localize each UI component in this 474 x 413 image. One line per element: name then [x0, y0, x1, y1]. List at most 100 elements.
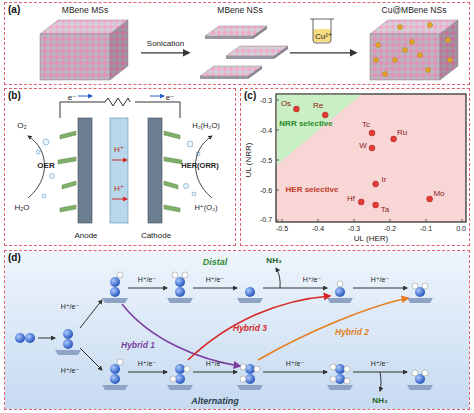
proton-label: H⁺	[114, 146, 124, 154]
reaction-pathways	[325, 288, 327, 289]
cu-mbene-nanosheets	[374, 58, 379, 63]
step-label: H⁺/e⁻	[61, 367, 79, 374]
figure-panel: (c)	[240, 88, 470, 246]
electrolyzer	[58, 157, 76, 164]
step-label: H⁺/e⁻	[206, 360, 224, 367]
species-label: H₂(H₂O)	[192, 122, 219, 130]
cu-mbene-nanosheets	[426, 68, 431, 73]
cu-mbene-nanosheets	[383, 72, 388, 77]
electrolyzer	[62, 181, 76, 189]
product-label: NH₃	[266, 257, 281, 265]
selectivity-plot	[276, 94, 466, 222]
selectivity-plot	[373, 181, 379, 187]
reaction-pathways	[258, 298, 408, 360]
pathway-name: Hybrid 1	[121, 341, 155, 350]
material-illustration: MBene NSs	[190, 6, 290, 84]
cu-mbene-nanosheets	[410, 40, 415, 45]
electrolyzer	[36, 139, 200, 198]
element-label: Tc	[362, 121, 370, 129]
cu-mbene-nanosheets	[370, 34, 440, 80]
electrolyzer	[60, 205, 76, 212]
step-label: H⁺/e⁻	[371, 360, 389, 367]
species-label: H₂O	[14, 204, 29, 212]
selectivity-plot	[322, 112, 328, 118]
pathway-name: Hybrid 3	[233, 324, 267, 333]
tick-label: -0.5	[276, 225, 288, 232]
electrolyzer	[43, 139, 49, 145]
species-label: O₂	[17, 122, 26, 130]
electrolyzer	[60, 102, 180, 118]
cu-mbene-nanosheets	[446, 38, 451, 43]
step-label: H⁺/e⁻	[61, 303, 79, 310]
pathway-name: Alternating	[191, 397, 239, 406]
step-label: H⁺/e⁻	[303, 276, 321, 283]
cu-mbene-nanosheets	[393, 58, 398, 63]
step-label: H⁺/e⁻	[371, 276, 389, 283]
electrolyzer	[58, 131, 182, 212]
reaction-pathways	[327, 364, 353, 390]
cu-mbene-nanosheets	[370, 20, 458, 80]
selectivity-plot	[293, 106, 299, 112]
tick-label: -0.3	[260, 97, 272, 104]
element-label: Hf	[347, 195, 355, 203]
element-label: Ru	[397, 129, 407, 137]
arrow-label: Sonication	[147, 40, 184, 48]
electron-label: e⁻	[166, 94, 175, 102]
tick-label: -0.3	[348, 225, 360, 232]
reaction-pathways	[405, 372, 407, 373]
mbene-nanosheets	[253, 26, 267, 39]
step-label: H⁺/e⁻	[138, 276, 156, 283]
material-illustration: Cu@MBene NSs	[357, 6, 471, 84]
tick-label: -0.1	[420, 225, 432, 232]
cu-mbene-nanosheets	[376, 43, 381, 48]
electrolyzer	[164, 205, 180, 212]
electrolyzer	[105, 98, 130, 106]
electrolyzer	[187, 141, 193, 147]
reaction-pathways	[188, 296, 330, 360]
element-label: Mo	[433, 190, 444, 198]
selectivity-plot	[427, 196, 433, 202]
step-label: H⁺/e⁻	[286, 360, 304, 367]
electrolyzer	[28, 96, 212, 223]
copper-beaker	[310, 19, 334, 43]
mbene-multilayer	[40, 34, 110, 80]
reaction-pathways	[405, 288, 407, 289]
element-label: Ir	[382, 176, 387, 184]
selectivity-plot	[391, 136, 397, 142]
selectivity-plot	[358, 199, 364, 205]
reaction-pathways	[128, 288, 407, 289]
step-label: H⁺/e⁻	[206, 276, 224, 283]
selectivity-plot	[276, 100, 462, 222]
reaction-label: HER(ORR)	[181, 162, 219, 170]
tick-label: -0.4	[312, 225, 324, 232]
selectivity-plot	[276, 94, 466, 222]
electrolyzer	[112, 160, 127, 161]
electrolyzer	[50, 174, 55, 179]
selectivity-plot	[369, 130, 375, 136]
reaction-pathways	[167, 364, 193, 390]
electrolyzer	[36, 150, 40, 154]
reaction-pathways	[102, 272, 128, 303]
material-illustration: MBene MSs	[29, 6, 141, 84]
electron-label: e⁻	[68, 94, 77, 102]
reaction-pathways	[80, 348, 102, 370]
tick-label: -0.7	[260, 216, 272, 223]
electrolyzer	[148, 118, 162, 223]
reaction-pathways	[38, 338, 55, 339]
product-label: NH₃	[372, 397, 387, 405]
process-arrow	[290, 52, 356, 53]
reaction-pathways	[5, 251, 469, 409]
mbene-multilayer	[40, 20, 128, 80]
electrolyzer	[42, 194, 46, 198]
mbene-nanosheets	[200, 76, 248, 79]
electrolyzer	[184, 184, 189, 189]
panel-letter: (a)	[8, 4, 20, 15]
electrolyzer	[78, 118, 92, 223]
tick-label: -0.2	[384, 225, 396, 232]
arrow-label: Cu²⁺	[315, 33, 332, 41]
reaction-pathways	[380, 372, 381, 391]
reaction-pathways	[235, 288, 237, 289]
mbene-nanosheets	[200, 26, 288, 79]
reaction-label: OER	[37, 162, 54, 170]
